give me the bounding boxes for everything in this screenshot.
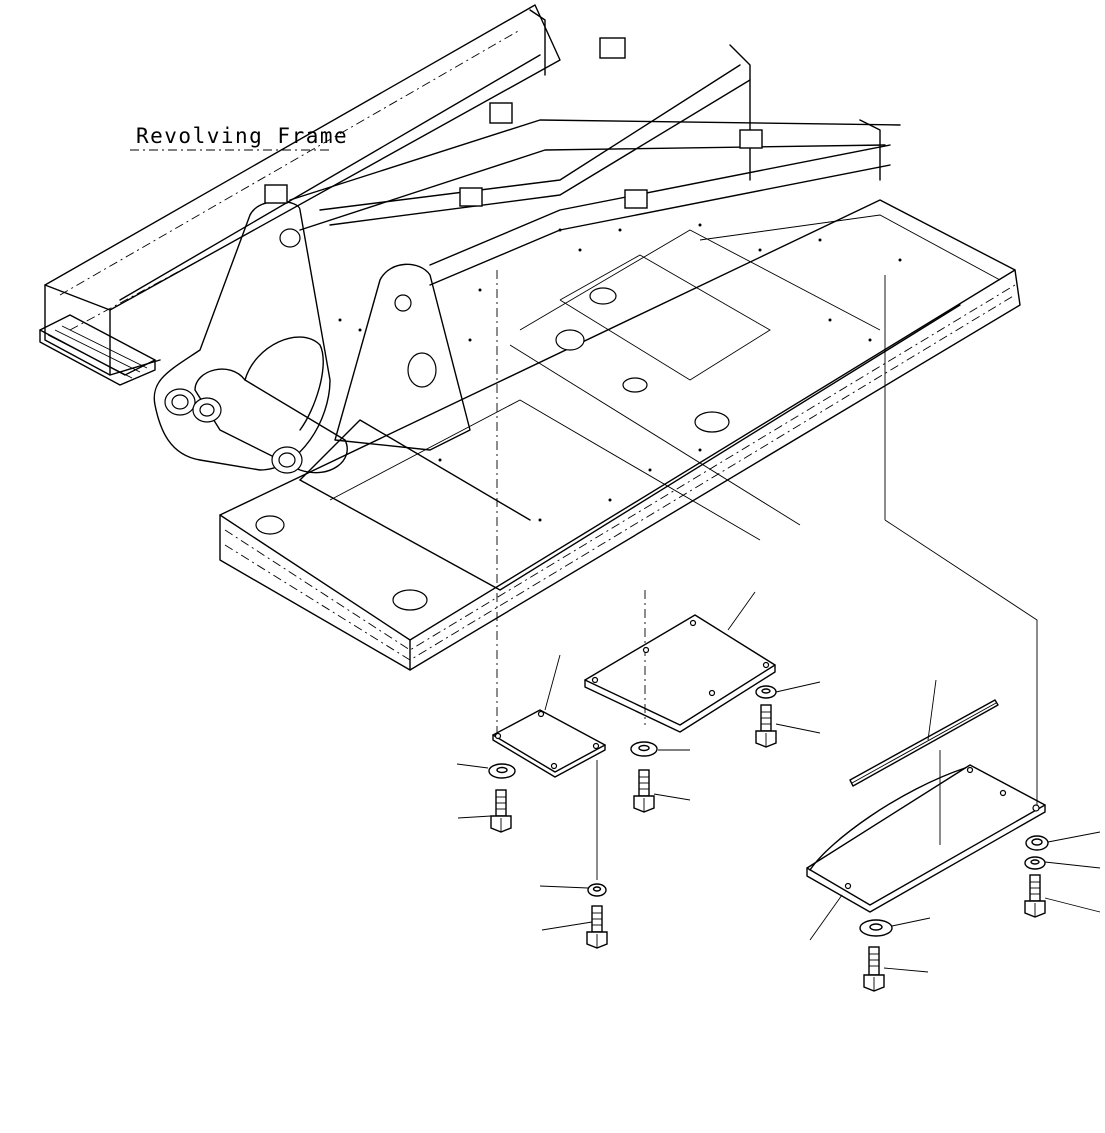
side-cover-plate <box>806 764 1046 941</box>
rear-deck-top <box>44 4 561 311</box>
bolt-2 <box>633 769 691 813</box>
bolt-4 <box>541 905 608 949</box>
bolt-3 <box>755 704 821 748</box>
revolving-frame-label: Revolving Frame <box>136 124 349 148</box>
washer-5 <box>859 917 931 937</box>
washer-3 <box>755 681 821 699</box>
washer-4 <box>539 883 607 897</box>
washer-6 <box>1024 856 1101 870</box>
alignment-lines <box>496 270 1038 880</box>
bolt-5 <box>863 946 929 992</box>
swing-cutout <box>244 336 324 431</box>
boom-mount-plate <box>153 200 331 471</box>
lock-washer-1 <box>1025 831 1101 851</box>
seal-strip <box>849 679 999 787</box>
revolving-frame <box>39 4 1021 671</box>
large-cover-plate <box>584 591 776 733</box>
main-deck-top <box>219 199 1016 641</box>
bolt-6 <box>1024 874 1101 918</box>
washer-1 <box>456 763 516 779</box>
center-web-plate <box>334 263 471 451</box>
small-cover-plate <box>492 654 606 778</box>
access-hole <box>407 352 437 388</box>
washer-2 <box>630 741 690 757</box>
bolt-1 <box>457 789 512 833</box>
